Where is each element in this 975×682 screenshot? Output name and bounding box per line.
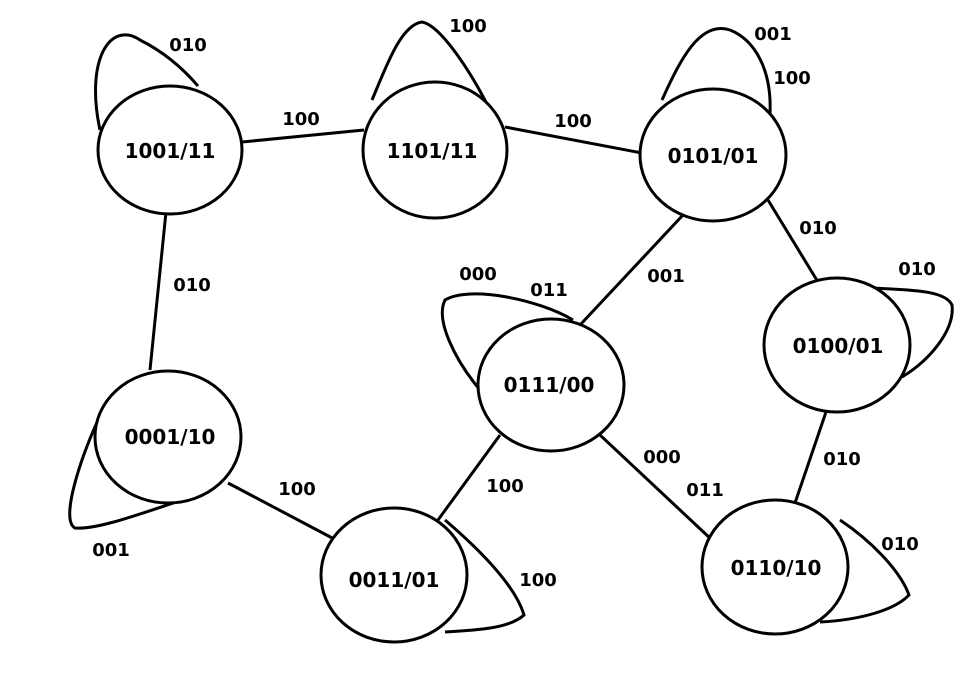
state-node-0001 bbox=[93, 369, 243, 505]
loop-label-1101: 100 bbox=[449, 16, 487, 37]
state-label-0110: 0110/10 bbox=[731, 556, 822, 580]
edge-1101-0101 bbox=[504, 125, 643, 155]
state-node-0011 bbox=[319, 506, 469, 644]
state-label-0100: 0100/01 bbox=[793, 334, 884, 358]
self-loop-0100 bbox=[871, 286, 954, 379]
loop-label-0111-a: 000 bbox=[459, 264, 497, 285]
loop-label-1001: 010 bbox=[169, 35, 207, 56]
loop-label-0100: 010 bbox=[898, 259, 936, 280]
loop-label-0111-b: 011 bbox=[530, 280, 568, 301]
edge-0111-0011 bbox=[436, 434, 502, 521]
loop-label-0110: 010 bbox=[881, 534, 919, 555]
edge-0100-0110 bbox=[793, 411, 828, 504]
edge-1001-0001 bbox=[148, 211, 168, 371]
edge-0101-0100 bbox=[766, 199, 820, 283]
state-label-1001: 1001/11 bbox=[125, 139, 216, 163]
loop-label-0101-b: 100 bbox=[773, 68, 811, 89]
state-node-0111 bbox=[476, 317, 626, 453]
edge-label-0101-0111: 001 bbox=[647, 266, 685, 287]
self-loop-0110 bbox=[819, 518, 911, 624]
edge-label-1001-0001: 010 bbox=[173, 275, 211, 296]
state-node-1001 bbox=[96, 84, 244, 216]
edge-label-0100-0110: 010 bbox=[823, 449, 861, 470]
state-label-0101: 0101/01 bbox=[668, 144, 759, 168]
state-node-0100 bbox=[762, 276, 912, 414]
edge-label-0101-0100: 010 bbox=[799, 218, 837, 239]
self-loop-0111 bbox=[440, 292, 574, 391]
edge-0001-0011 bbox=[227, 481, 337, 542]
edge-label-1101-0101: 100 bbox=[554, 111, 592, 132]
loop-label-0011: 100 bbox=[519, 570, 557, 591]
edge-label-0001-0011: 100 bbox=[278, 479, 316, 500]
loop-label-0101-a: 001 bbox=[754, 24, 792, 45]
state-node-1101 bbox=[361, 80, 509, 220]
state-label-1101: 1101/11 bbox=[387, 139, 478, 163]
edge-0111-0110 bbox=[598, 433, 714, 542]
self-loop-1101 bbox=[370, 20, 492, 111]
state-label-0001: 0001/10 bbox=[125, 425, 216, 449]
edge-label-0111-0110-a: 000 bbox=[643, 447, 681, 468]
edge-0101-0111 bbox=[578, 213, 685, 327]
state-node-0110 bbox=[700, 498, 850, 636]
state-node-0101 bbox=[638, 87, 788, 223]
loop-label-0001: 001 bbox=[92, 540, 130, 561]
edge-label-1001-1101: 100 bbox=[282, 109, 320, 130]
self-loop-1001 bbox=[94, 33, 200, 131]
state-label-0011: 0011/01 bbox=[349, 568, 440, 592]
state-label-0111: 0111/00 bbox=[504, 373, 595, 397]
self-loop-0001 bbox=[68, 419, 199, 530]
edge-1001-1101 bbox=[241, 128, 365, 144]
self-loop-0011 bbox=[444, 518, 526, 634]
edge-label-0111-0110-b: 011 bbox=[686, 480, 724, 501]
self-loop-0101 bbox=[660, 26, 772, 115]
edge-label-0111-0011: 100 bbox=[486, 476, 524, 497]
